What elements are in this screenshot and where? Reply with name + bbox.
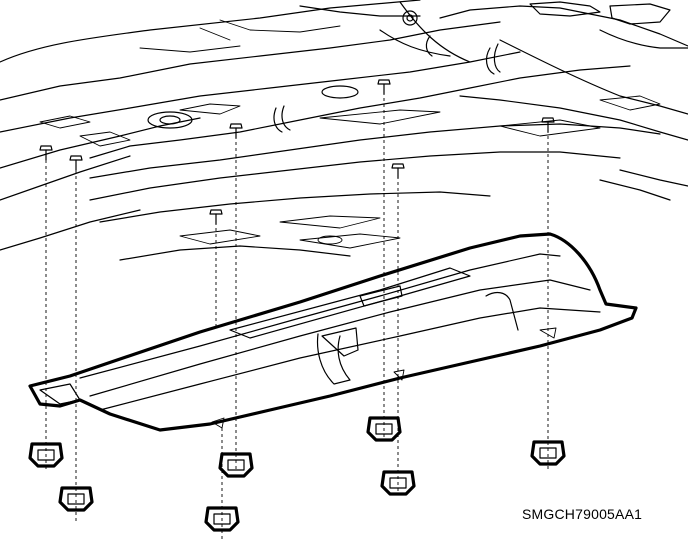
clip-nut-icon — [366, 416, 402, 442]
clip-nut-icon — [380, 470, 416, 496]
floor-pan — [0, 0, 688, 261]
clip-nut-icon — [28, 442, 64, 468]
bolt-icon — [69, 155, 83, 171]
clip-nut-icon — [530, 440, 566, 466]
underbody-shield — [28, 232, 638, 432]
bolt-icon — [229, 123, 243, 139]
bolts — [39, 79, 555, 225]
bolt-icon — [541, 117, 555, 133]
bolt-icon — [209, 209, 223, 225]
figure-code: SMGCH79005AA1 — [522, 506, 643, 522]
bolt-icon — [39, 145, 53, 161]
clip-nuts — [28, 416, 566, 532]
bolt-icon — [377, 79, 391, 95]
bolt-icon — [391, 163, 405, 179]
clip-nut-icon — [204, 506, 240, 532]
alignment-lines — [45, 92, 549, 540]
clip-nut-icon — [218, 452, 254, 478]
clip-nut-icon — [58, 486, 94, 512]
